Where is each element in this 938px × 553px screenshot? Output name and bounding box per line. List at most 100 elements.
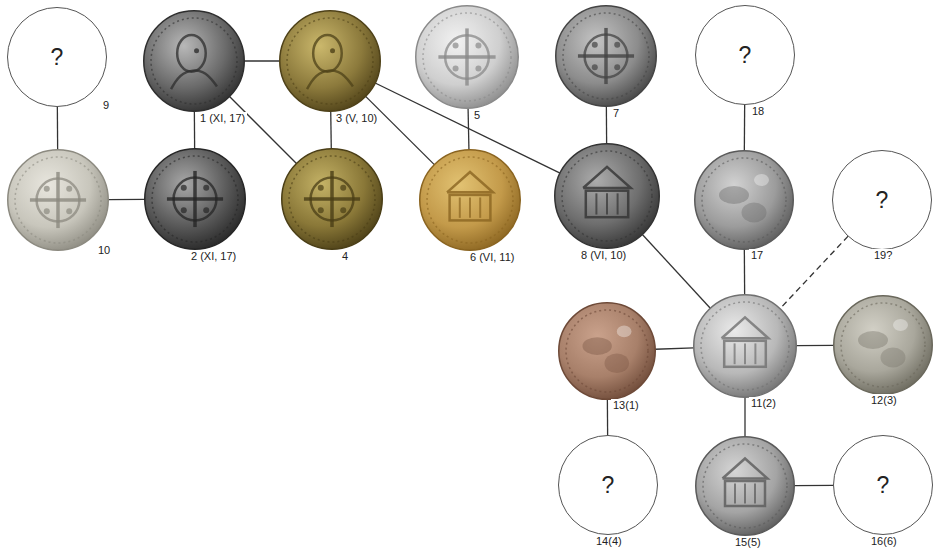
coin: 11(2) xyxy=(693,294,797,398)
circle-outline xyxy=(834,436,933,535)
coin-relief xyxy=(893,319,908,331)
coin-relief xyxy=(724,341,766,367)
coin-image xyxy=(554,143,660,249)
coin-number: 19? xyxy=(872,249,894,262)
coin-image xyxy=(419,149,521,251)
coin-relief xyxy=(858,331,888,349)
coin-outline xyxy=(420,150,521,251)
question-mark: ? xyxy=(695,42,795,68)
coin-outline xyxy=(556,6,657,107)
coin-relief xyxy=(617,193,619,214)
coin-relief xyxy=(858,319,908,368)
coin: 12(3) xyxy=(833,295,933,395)
coin: 10 xyxy=(7,149,109,251)
link-line xyxy=(108,199,145,201)
coin-relief xyxy=(453,43,459,49)
link-line xyxy=(607,399,609,435)
coin-relief xyxy=(340,207,346,213)
circle-outline xyxy=(8,8,107,107)
coin-relief xyxy=(744,343,746,364)
coin-relief xyxy=(723,459,768,507)
coin-relief xyxy=(171,71,217,89)
coin-outline xyxy=(834,296,933,395)
coin-relief xyxy=(583,337,612,355)
coin-relief xyxy=(307,35,353,89)
coin-number: 2 (XI, 17) xyxy=(189,250,238,263)
coin-image xyxy=(144,148,246,250)
coin-relief xyxy=(465,28,469,85)
coin: 2 (XI, 17) xyxy=(144,148,246,250)
unknown-coin: ?18 xyxy=(695,5,795,105)
coin-relief xyxy=(44,208,50,214)
link-line xyxy=(57,106,59,149)
unknown-coin: ?9 xyxy=(7,7,107,107)
coin-outline xyxy=(280,11,381,112)
coin-outline xyxy=(555,144,660,249)
coin-outline xyxy=(696,437,795,536)
coin-relief xyxy=(744,484,746,504)
coin-number: 6 (VI, 11) xyxy=(468,251,516,264)
coin-relief xyxy=(754,484,756,504)
coin-relief xyxy=(340,185,346,191)
coin: 15(5) xyxy=(695,436,795,536)
coin-relief xyxy=(606,193,608,214)
link-line xyxy=(794,485,833,487)
coin: 13(1) xyxy=(558,302,656,400)
coin-image xyxy=(279,10,381,112)
coin-number: 1 (XI, 17) xyxy=(198,112,247,125)
coin-relief xyxy=(586,191,628,218)
coin-relief xyxy=(592,64,598,70)
coin-relief xyxy=(723,459,768,479)
coin-relief xyxy=(578,28,634,84)
question-mark: ? xyxy=(832,187,932,213)
coin-number: 12(3) xyxy=(869,394,899,407)
coin-relief xyxy=(479,197,481,217)
coin-relief xyxy=(177,35,206,72)
coin-outline xyxy=(559,303,656,400)
coin: 8 (VI, 10) xyxy=(554,143,660,249)
coin-bead-ring xyxy=(289,156,375,242)
coin-relief xyxy=(475,43,481,49)
coin-relief xyxy=(742,203,767,223)
coin-relief xyxy=(167,171,223,227)
coin-image xyxy=(143,10,245,112)
question-mark: ? xyxy=(558,472,658,498)
coin-outline xyxy=(416,6,519,109)
link-line xyxy=(244,60,280,61)
unknown-coin: ?19? xyxy=(832,150,932,250)
coin-relief xyxy=(592,42,598,48)
coin-bead-ring xyxy=(423,13,511,101)
link-line xyxy=(744,397,745,437)
coin-image xyxy=(695,436,795,536)
coin: 1 (XI, 17) xyxy=(143,10,245,112)
coin-bead-ring xyxy=(703,444,787,528)
coin-bead-ring xyxy=(702,158,786,242)
coin-outline xyxy=(145,149,246,250)
coin-outline xyxy=(144,11,245,112)
coin-outline xyxy=(695,151,794,250)
coin-relief xyxy=(605,353,630,373)
coin-number: 11(2) xyxy=(749,397,778,410)
coin-number: 14(4) xyxy=(594,535,624,548)
coin-relief xyxy=(614,42,620,48)
coin-relief xyxy=(330,171,334,227)
coin-relief xyxy=(181,207,187,213)
coin-relief xyxy=(453,65,459,71)
coin-relief xyxy=(171,35,217,89)
coin-relief xyxy=(447,172,493,192)
coin-relief xyxy=(307,71,353,89)
coin-image xyxy=(693,294,797,398)
link-line xyxy=(744,104,746,150)
coin-relief xyxy=(318,207,324,213)
coin-relief xyxy=(30,172,86,228)
coin-image xyxy=(281,148,383,250)
coin-relief xyxy=(447,172,493,220)
coin-relief xyxy=(754,343,756,364)
coin-relief xyxy=(719,174,769,223)
coin-relief xyxy=(722,317,769,366)
coin-bead-ring xyxy=(563,13,649,99)
coin-relief xyxy=(881,348,906,368)
link-line xyxy=(642,234,710,308)
coin-relief xyxy=(304,171,360,227)
coin: 3 (V, 10) xyxy=(279,10,381,112)
